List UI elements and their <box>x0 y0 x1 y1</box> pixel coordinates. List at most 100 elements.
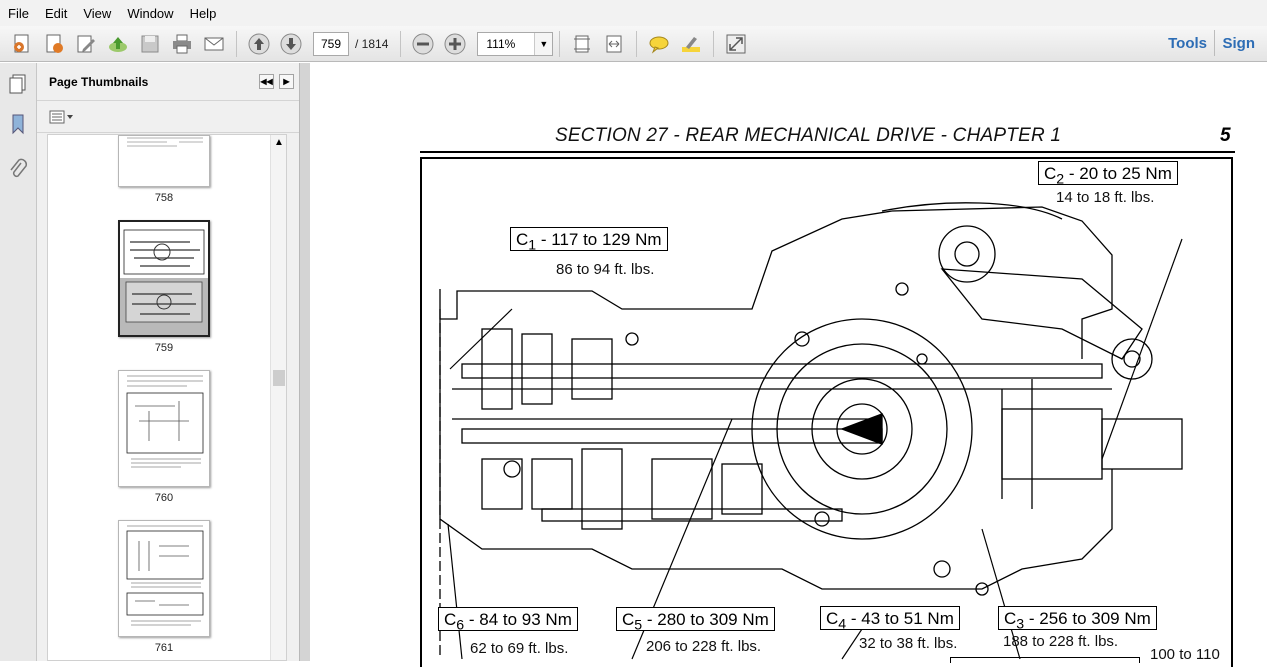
thumbnail-label: 758 <box>154 192 174 204</box>
toolbar-divider <box>236 30 237 57</box>
fit-width-icon <box>606 35 622 52</box>
upload-button[interactable] <box>104 30 132 58</box>
email-icon <box>204 37 224 50</box>
thumbnail-label: 760 <box>154 492 174 504</box>
create-pdf-icon <box>14 34 29 52</box>
callout-c5-note: 206 to 228 ft. lbs. <box>646 638 762 655</box>
print-button[interactable] <box>168 30 196 58</box>
page-preview <box>126 375 204 468</box>
thumbnail-list: 758 759 <box>47 134 287 661</box>
callout-c6-note: 62 to 69 ft. lbs. <box>470 640 569 657</box>
comment-button[interactable] <box>645 30 673 58</box>
prev-page-button[interactable] <box>245 30 273 58</box>
zoom-out-button[interactable] <box>409 30 437 58</box>
thumbnail-label: 759 <box>154 342 174 354</box>
chevron-down-icon[interactable]: ▼ <box>534 32 553 55</box>
create-icon <box>46 34 63 53</box>
upload-icon <box>109 36 127 52</box>
toolbar-divider <box>1214 30 1215 56</box>
save-button[interactable] <box>136 30 164 58</box>
toolbar-divider <box>559 30 561 57</box>
callout-letter: C <box>622 610 635 629</box>
page-preview <box>126 525 204 626</box>
thumbnail-761[interactable]: 761 <box>118 520 210 654</box>
page-header: SECTION 27 - REAR MECHANICAL DRIVE - CHA… <box>555 125 1062 146</box>
chevron-up-icon[interactable]: ▲ <box>274 137 284 148</box>
panel-menu-icon[interactable]: ▶ <box>279 74 294 89</box>
pages-icon[interactable] <box>7 73 29 95</box>
next-page-button[interactable] <box>277 30 305 58</box>
callout-c1-note: 86 to 94 ft. lbs. <box>556 261 655 278</box>
comment-icon <box>649 36 669 54</box>
cut-off-callout <box>950 657 1140 663</box>
edit-button[interactable] <box>72 30 100 58</box>
menu-bar: File Edit View Window Help <box>0 0 1267 26</box>
thumbnail-page <box>118 520 210 637</box>
attachment-icon[interactable] <box>7 158 29 180</box>
panel-title: Page Thumbnails <box>49 74 149 89</box>
page-total: / 1814 <box>355 36 389 51</box>
menu-window[interactable]: Window <box>127 5 174 21</box>
menu-view[interactable]: View <box>83 5 112 21</box>
fit-width-button[interactable] <box>600 30 628 58</box>
page-preview <box>120 222 208 323</box>
thumbnail-panel: Page Thumbnails ◀◀ ▶ 758 <box>37 63 300 661</box>
create-button[interactable] <box>40 30 68 58</box>
zoom-out-icon <box>412 33 434 54</box>
scrollbar-thumb[interactable] <box>273 370 285 386</box>
callout-letter: C <box>1044 164 1057 183</box>
thumbnail-page <box>118 135 210 187</box>
highlight-icon <box>682 36 701 52</box>
menu-help[interactable]: Help <box>189 5 217 21</box>
panel-header: Page Thumbnails ◀◀ ▶ <box>37 63 299 101</box>
callout-value: - 280 to 309 Nm <box>642 610 769 629</box>
edit-icon <box>77 35 95 52</box>
fit-page-button[interactable] <box>568 30 596 58</box>
collapse-panel-icon[interactable]: ◀◀ <box>259 74 274 89</box>
fullscreen-icon <box>726 34 746 53</box>
next-page-icon <box>280 33 302 54</box>
options-menu-icon[interactable] <box>49 109 75 125</box>
bookmark-icon[interactable] <box>7 113 29 135</box>
callout-value: - 20 to 25 Nm <box>1064 164 1172 183</box>
thumbnail-760[interactable]: 760 <box>118 370 210 504</box>
thumbnail-scrollbar[interactable]: ▲ <box>270 135 286 660</box>
toolbar-divider <box>400 30 402 57</box>
callout-value: - 43 to 51 Nm <box>846 609 954 628</box>
callout-c6: C6 - 84 to 93 Nm <box>438 607 578 634</box>
transmission-drawing <box>439 202 1183 660</box>
menu-file[interactable]: File <box>8 5 29 21</box>
callout-value: - 256 to 309 Nm <box>1024 609 1151 628</box>
thumbnail-758[interactable]: 758 <box>118 135 210 204</box>
document-page: SECTION 27 - REAR MECHANICAL DRIVE - CHA… <box>310 63 1267 667</box>
callout-value: - 84 to 93 Nm <box>464 610 572 629</box>
fullscreen-button[interactable] <box>722 30 750 58</box>
zoom-select[interactable]: 111% ▼ <box>477 31 554 56</box>
zoom-in-button[interactable] <box>441 30 469 58</box>
email-button[interactable] <box>200 30 228 58</box>
save-icon <box>141 35 159 52</box>
page-number-input[interactable]: 759 <box>313 31 349 56</box>
menu-edit[interactable]: Edit <box>44 5 68 21</box>
callout-c4: C4 - 43 to 51 Nm <box>820 606 960 632</box>
create-pdf-button[interactable] <box>8 30 36 58</box>
callout-subscript: 5 <box>634 617 643 634</box>
callout-subscript: 3 <box>1016 616 1025 633</box>
sign-link[interactable]: Sign <box>1222 35 1256 52</box>
callout-subscript: 2 <box>1056 171 1065 188</box>
callout-c3: C3 - 256 to 309 Nm <box>998 606 1157 633</box>
callout-subscript: 6 <box>456 617 465 634</box>
toolbar-divider <box>713 30 715 57</box>
callout-letter: C <box>444 610 457 629</box>
thumbnail-759[interactable]: 759 <box>118 220 210 354</box>
thumbnail-page <box>118 370 210 487</box>
highlight-button[interactable] <box>677 30 705 58</box>
toolbar: 759 / 1814 111% ▼ <box>0 26 1267 62</box>
page-number: 5 <box>1220 125 1231 146</box>
header-rule <box>420 151 1235 153</box>
zoom-in-icon <box>444 33 466 54</box>
zoom-value: 111% <box>486 36 516 51</box>
fit-page-icon <box>574 35 591 52</box>
print-icon <box>173 34 191 53</box>
tools-link[interactable]: Tools <box>1168 35 1207 52</box>
